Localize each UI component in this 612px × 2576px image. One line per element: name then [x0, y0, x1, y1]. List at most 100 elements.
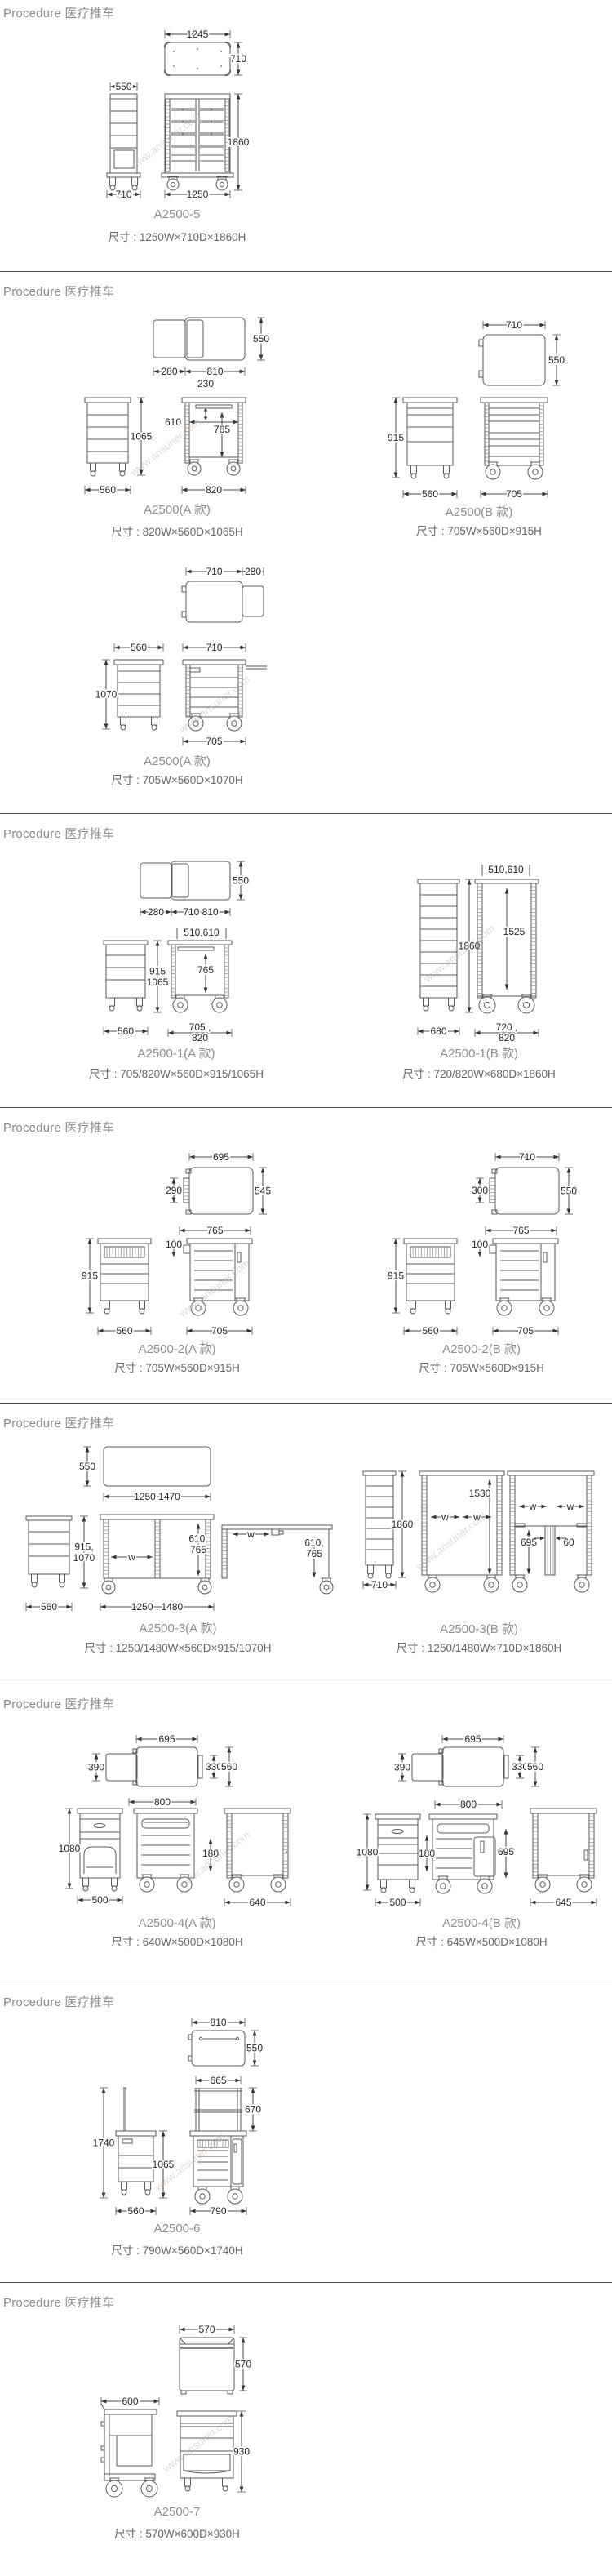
dim-label: 1080 [357, 1847, 379, 1858]
dim-label: 710 [206, 566, 222, 577]
dim-label: 695 [213, 1151, 229, 1163]
dim-label: 1065 [147, 977, 169, 988]
dim-label: w [566, 1501, 574, 1512]
dim-label: 550 [115, 81, 131, 92]
section-header: Procedure 医疗推车 [3, 285, 115, 299]
dim-label: 1080 [59, 1843, 81, 1854]
dim-label: 765 [197, 964, 214, 976]
dim-label: 665 [210, 2075, 226, 2086]
dim-label: 695 [498, 1846, 514, 1857]
dim-label: 800 [460, 1799, 477, 1810]
dim-label: 1250 [187, 189, 209, 200]
dim-label: 710 [230, 53, 246, 65]
model-size: 尺寸 : 705W×560D×915H [419, 1362, 544, 1374]
diagram-A2500(B 款): 710550915560705 [386, 318, 566, 501]
section-a2500-1: Procedure 医疗推车 [0, 813, 612, 1108]
diagram-A2500-4(B 款): 6953903305608001080500180695645 [355, 1732, 597, 1910]
dim-label: 560 [116, 1325, 132, 1337]
dim-label: 710 810 [183, 906, 219, 918]
dim-label: 100 [472, 1239, 488, 1250]
model-size: 尺寸 : 705W×560D×1070H [111, 774, 243, 786]
dim-label: 560 [422, 1325, 438, 1337]
dim-label: 550 [79, 1461, 95, 1472]
model-size: 尺寸 : 790W×560D×1740H [111, 2245, 243, 2257]
dim-label: 705 [206, 736, 222, 747]
dim-label: 290 [166, 1185, 182, 1196]
dim-label: 560 [131, 642, 147, 653]
dim-label: 390 [88, 1762, 104, 1773]
dim-label: 670 [245, 2104, 261, 2116]
model-size: 尺寸 : 705W×560D×915H [416, 525, 542, 537]
dim-label: 1250 , 1480 [131, 1601, 184, 1613]
dim-label: 280 [245, 566, 261, 577]
dim-label: w [246, 1528, 255, 1540]
dim-label: 800 [154, 1796, 171, 1808]
dim-label: 695 [464, 1733, 481, 1745]
dim-label: 810 [210, 2017, 226, 2028]
section-a2500: Procedure 医疗推车 [0, 271, 612, 814]
dim-label: 610 [165, 416, 181, 428]
section-header: Procedure 医疗推车 [3, 7, 115, 20]
dim-label: 510,610 [488, 864, 524, 875]
dim-label: 560 [127, 2205, 144, 2217]
dim-label: 765 [306, 1548, 322, 1559]
dim-label: 610, [304, 1537, 323, 1549]
dim-label: 550 [253, 333, 269, 345]
section-a2500-4: Procedure 医疗推车 [0, 1684, 612, 1982]
dim-label: 100 [166, 1239, 182, 1250]
dim-label: 1525 [503, 926, 526, 937]
dim-label: 820 [206, 484, 222, 496]
model-size: 尺寸 : 645W×500D×1080H [415, 1936, 548, 1948]
section-header: Procedure 医疗推车 [3, 1121, 115, 1135]
dim-label: 60 [563, 1537, 574, 1548]
diagram-A2500-1(B 款): 510,61018601525680720 ,820 [417, 862, 539, 1045]
dim-label: 695 [521, 1537, 537, 1548]
dim-label: 1070 [95, 689, 118, 701]
dim-label: 640 [249, 1897, 265, 1908]
dim-label: 1245 [187, 29, 209, 40]
section-header: Procedure 医疗推车 [3, 1697, 115, 1711]
model-name: A2500-4(A 款) [138, 1916, 216, 1930]
diagram-A2500-2(B 款): 710550300765915100560705 [386, 1150, 579, 1338]
model-size: 尺寸 : 820W×560D×1065H [111, 526, 243, 538]
dim-label: 230 [197, 378, 214, 389]
dim-label: w [472, 1511, 481, 1523]
model-name: A2500-2(B 款) [442, 1342, 521, 1356]
dim-label: 765 [512, 1225, 529, 1236]
section-a2500-7: Procedure 医疗推车 [0, 2282, 612, 2576]
model-name: A2500-3(A 款) [139, 1622, 217, 1635]
dim-label: 645 [555, 1897, 571, 1908]
diagram-A2500-2(A 款): 695545290765915100560705 [80, 1150, 273, 1338]
model-size: 尺寸 : 720/820W×680D×1860H [402, 1068, 556, 1080]
dim-label: 330 [206, 1761, 222, 1773]
dim-label: 705 [211, 1325, 228, 1337]
dim-label: 915 [388, 432, 404, 443]
model-name: A2500(B 款) [445, 505, 513, 519]
dim-label: 705 [506, 488, 522, 500]
diagram-A2500(A 款): 5502808102301065560610765820 [84, 317, 271, 497]
diagram-A2500(A 款): 710 280 560 1070 710 705 [94, 564, 267, 749]
dim-label: 705 [517, 1325, 534, 1337]
dim-label: 330 [512, 1761, 528, 1773]
dim-label: 180 [419, 1848, 435, 1859]
dim-label: 710 [206, 642, 222, 653]
dim-label: 1860 [228, 136, 250, 148]
dim-label: 550 [246, 2043, 263, 2054]
dim-label: 915 [82, 1270, 98, 1282]
model-size: 尺寸 : 705/820W×560D×915/1065H [89, 1068, 264, 1080]
dim-label: 560 [118, 1026, 134, 1037]
model-name: A2500-6 [153, 2222, 201, 2236]
model-name: A2500-2(A 款) [138, 1342, 216, 1356]
diagram-A2500-3(A 款): 5501250 1470915,1070560w610,765w610,7651… [25, 1446, 334, 1614]
model-name: A2500-3(B 款) [440, 1622, 518, 1636]
dim-label: 915, [74, 1542, 93, 1553]
dim-label: 1860 [459, 941, 481, 952]
model-name: A2500-4(B 款) [442, 1916, 521, 1930]
dim-label: 695 [158, 1733, 175, 1745]
dim-label: 545 [255, 1186, 271, 1197]
section-a2500-5: Procedure 医疗推车 [0, 0, 612, 271]
dim-label: 1250 1470 [134, 1491, 180, 1502]
dim-label: 560 [527, 1761, 543, 1773]
